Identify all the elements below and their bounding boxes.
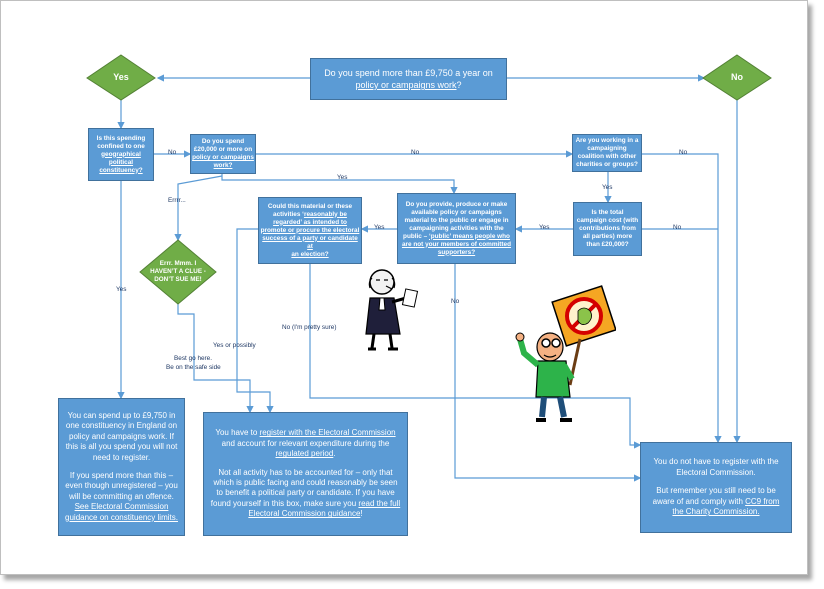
err-line-1: Errr. Mmm. I [159,260,197,267]
coalition-question-box: Are you working in a campaigning coaliti… [572,134,642,172]
mid-p2-a: Not all activity has to be accounted for… [210,467,398,508]
full-guidance-link[interactable]: read the full Electoral Commission guida… [248,498,401,519]
coalition-line-4: charities or groups? [576,161,638,168]
geo-line-1: Is this spending [96,134,146,142]
coalition-line-2: campaigning [587,145,627,152]
label-yes-or-possibly: Yes or possibly [213,342,256,349]
start-question-box: Do you spend more than £9,750 a year on … [310,58,507,100]
label-yes-material: Yes [374,224,385,231]
err-line-2: HAVEN’T A CLUE - [150,268,206,275]
label-yes-total: Yes [539,224,550,231]
label-no-material: No [451,298,460,305]
mid-p2-c: ! [360,509,363,519]
geographic-question-box: Is this spending confined to one geograp… [88,128,154,181]
material-link-2[interactable]: are not your members of committed [401,240,512,248]
regulated-period-link[interactable]: regulated period [275,449,334,459]
20k-line-1: Do you spend [201,138,245,145]
start-line-1: Do you spend more than £9,750 a year on [324,68,493,78]
register-box: You have to register with the Electoral … [203,412,408,536]
20k-link-2[interactable]: work? [213,162,233,169]
label-no-coalition: No [679,149,688,156]
label-yes-coalition: Yes [602,184,613,191]
register-link[interactable]: register with the Electoral Commission [259,428,396,438]
regarded-link-2[interactable]: regarded’ as intended to [273,218,347,226]
material-question-box: Do you provide, produce or make availabl… [397,193,516,264]
label-yes-20k: Yes [337,174,348,181]
material-line-5a: public – [403,232,429,240]
geo-link-3[interactable]: constituency? [99,166,143,174]
start-link[interactable]: policy or campaigns work [355,80,457,90]
yes-diamond-label: Yes [113,72,129,82]
left-para-1: You can spend up to £9,750 in one consti… [65,410,178,462]
total-line-4: all parties) more [582,233,633,240]
total-line-2: campaign cost (with [576,217,639,224]
regarded-link-4[interactable]: success of a party or candidate at [262,234,358,250]
total-line-1: Is the total [591,209,624,216]
label-no-pretty-sure: No (I'm pretty sure) [282,324,337,331]
20k-link-1[interactable]: policy or campaigns [192,154,254,161]
no-diamond-label: No [731,72,743,82]
regarded-link-5[interactable]: an election? [291,250,329,258]
right-para-1: You do not have to register with the Ele… [653,457,779,477]
lawyer-illustration [365,269,419,351]
left-para-2: If you spend more than this – even thoug… [65,471,178,501]
mid-p1-b: and account for relevant expenditure dur… [221,438,390,448]
start-suffix: ? [456,80,462,90]
coalition-line-1: Are you working in a [575,137,639,144]
constituency-guidance-link-1[interactable]: See Electoral Commission [74,502,169,512]
label-no-20k: No [411,149,420,156]
regarded-line-2a: activities ‘ [273,210,304,218]
regarded-line-1: Could this material or these [267,202,353,210]
material-line-2: available policy or campaigns [411,208,502,216]
protester-illustration [515,285,616,422]
material-line-4: campaigning activities with the [409,224,504,232]
mid-p1-c: . [333,449,336,459]
label-no-geo: No [168,149,177,156]
constituency-guidance-link-2[interactable]: guidance on constituency limits. [65,512,178,522]
total-line-3: contributions from [579,225,636,232]
20k-line-2: £20,000 or more on [193,146,253,153]
label-no-total: No [673,224,682,231]
material-link-3[interactable]: supporters? [437,248,476,256]
label-errr: Errrr... [168,197,186,204]
cc9-link[interactable]: CC9 from the Charity Commission. [672,496,780,517]
label-best-go-2: Be on the safe side [166,364,221,371]
label-yes-geo: Yes [116,286,127,293]
label-best-go-1: Best go here. [174,355,213,362]
total-line-5: than £20,000? [586,241,629,248]
coalition-line-3: coalition with other [577,153,637,160]
regarded-link-3[interactable]: promote or procure the electoral [260,226,360,234]
geo-link-1[interactable]: geographical [101,150,141,158]
no-register-box: You do not have to register with the Ele… [640,442,792,533]
spend-20k-question-box: Do you spend £20,000 or more on policy o… [190,134,256,174]
err-diamond-shape [139,239,217,305]
geo-link-2[interactable]: political [108,158,134,166]
total-cost-question-box: Is the total campaign cost (with contrib… [573,202,642,256]
material-line-3: material to the public or engage in [404,216,509,224]
constituency-limit-box: You can spend up to £9,750 in one consti… [58,398,185,536]
err-diamond-label: Errr. Mmm. I HAVEN’T A CLUE - DON’T SUE … [144,260,212,284]
regarded-question-box: Could this material or these activities … [258,197,362,264]
no-diamond-shape [702,54,772,101]
mid-p1-a: You have to [215,428,260,438]
right-para-2: But remember you still need to be aware … [652,486,776,506]
material-line-1: Do you provide, produce or make [405,200,508,208]
err-line-3: DON’T SUE ME! [154,276,202,283]
material-link-1[interactable]: ‘public’ means people who [428,232,510,240]
yes-diamond-shape [86,54,156,101]
regarded-link-1[interactable]: reasonably be [303,210,347,218]
geo-line-2: confined to one [97,142,145,150]
